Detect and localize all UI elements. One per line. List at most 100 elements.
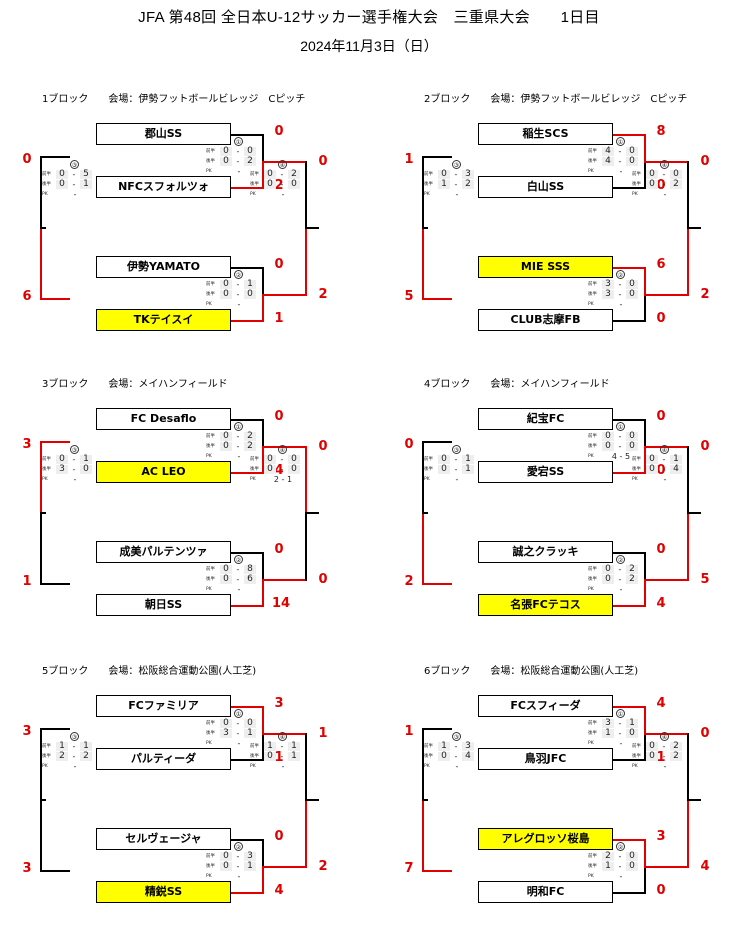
score-team4: 0 <box>656 883 666 898</box>
stats-dash: - <box>236 729 240 738</box>
score-team1: 4 <box>656 696 666 711</box>
match1-top-line <box>231 134 264 136</box>
block-header: 4ブロック 会場：メイハンフィールド <box>424 379 610 390</box>
score-team4: 4 <box>656 596 666 611</box>
stats-score-a: 4 <box>602 157 614 166</box>
stats-score-b: 1 <box>462 455 474 464</box>
stats-label: 後半 <box>42 467 51 472</box>
match2-out-line <box>644 865 689 868</box>
stats-score-b: 2 <box>288 170 300 179</box>
stats-pk-value: - <box>619 585 623 594</box>
team-box: AC LEO <box>96 461 231 483</box>
match2-lower-vertical <box>644 293 646 322</box>
match-number: ② <box>234 555 243 564</box>
score-team3: 0 <box>274 542 284 557</box>
match3-lower-vertical <box>40 512 42 585</box>
stats-dash: - <box>618 290 622 299</box>
score-match3-bottom: 1 <box>22 574 32 589</box>
match4-out-line <box>305 512 319 514</box>
stats-dash: - <box>618 147 622 156</box>
stats-label: 後半 <box>42 182 51 187</box>
stats-label: 前半 <box>588 567 597 572</box>
stats-label: PK <box>632 764 638 769</box>
match4-lower-vertical <box>305 512 307 581</box>
stats-label: PK <box>632 477 638 482</box>
score-team3: 0 <box>656 542 666 557</box>
block-header: 3ブロック 会場：メイハンフィールド <box>42 379 228 390</box>
match-number: ④ <box>660 445 669 454</box>
stats-score-a: 0 <box>220 157 232 166</box>
stats-score-a: 0 <box>646 752 658 761</box>
match1-top-line <box>613 134 646 136</box>
score-team2: 0 <box>656 463 666 478</box>
score-match3-bottom: 7 <box>404 861 414 876</box>
stats-pk-value: - <box>237 300 241 309</box>
stats-row-pk: PK- <box>206 167 266 177</box>
stats-score-a: 0 <box>646 180 658 189</box>
match1-lower-vertical <box>262 445 264 474</box>
match4-upper-vertical <box>687 160 689 227</box>
stats-pk-value: - <box>73 762 77 771</box>
match3-bottom-line <box>422 870 452 872</box>
stats-label: PK <box>250 477 256 482</box>
stats-label: 後半 <box>632 467 641 472</box>
stats-score-b: 1 <box>626 719 638 728</box>
stats-dash: - <box>454 170 458 179</box>
stats-pk-value: - <box>237 872 241 881</box>
stats-score-a: 1 <box>602 862 614 871</box>
match2-upper-vertical <box>262 552 264 579</box>
stats-score-a: 0 <box>646 742 658 751</box>
stats-pk-value: - <box>455 475 459 484</box>
match2-bottom-line <box>231 320 264 322</box>
stats-pk-value: - <box>73 475 77 484</box>
score-match4-bottom: 0 <box>318 571 328 587</box>
stats-row-pk: PK- <box>42 190 102 200</box>
score-match4-top: 1 <box>318 725 328 741</box>
stats-score-a: 0 <box>602 442 614 451</box>
stats-dash: - <box>280 180 284 189</box>
score-team2: 1 <box>274 750 284 765</box>
match3-bottom-line <box>40 298 70 300</box>
match2-top-line <box>613 552 646 554</box>
stats-dash: - <box>454 180 458 189</box>
match2-bottom-line <box>613 892 646 894</box>
score-match3-bottom: 3 <box>22 861 32 876</box>
match-number: ③ <box>70 732 79 741</box>
stats-score-b: 2 <box>80 752 92 761</box>
stats-score-b: 2 <box>462 180 474 189</box>
score-team4: 4 <box>274 883 284 898</box>
match-number: ② <box>616 270 625 279</box>
match2-top-line <box>231 839 264 841</box>
match4-out-line <box>687 227 701 229</box>
match-number: ② <box>234 270 243 279</box>
match1-upper-vertical <box>262 134 264 161</box>
stats-score-b: 3 <box>462 170 474 179</box>
match3-lower-vertical <box>422 512 424 585</box>
stats-score-a: 0 <box>264 455 276 464</box>
stats-score-b: 1 <box>244 729 256 738</box>
stats-dash: - <box>72 180 76 189</box>
score-match3-bottom: 5 <box>404 289 414 304</box>
stats-score-b: 1 <box>670 455 682 464</box>
stats-label: 前半 <box>250 457 259 462</box>
stats-label: 後半 <box>424 467 433 472</box>
stats-label: 前半 <box>424 457 433 462</box>
stats-score-b: 1 <box>80 742 92 751</box>
stats-dash: - <box>236 852 240 861</box>
score-match4-top: 0 <box>318 153 328 169</box>
stats-label: 後半 <box>588 864 597 869</box>
stats-score-a: 0 <box>264 170 276 179</box>
stats-label: 前半 <box>206 854 215 859</box>
match2-top-line <box>231 267 264 269</box>
match-number: ① <box>616 137 625 146</box>
team-box: FC Desaflo <box>96 408 231 430</box>
stats-score-b: 0 <box>626 862 638 871</box>
